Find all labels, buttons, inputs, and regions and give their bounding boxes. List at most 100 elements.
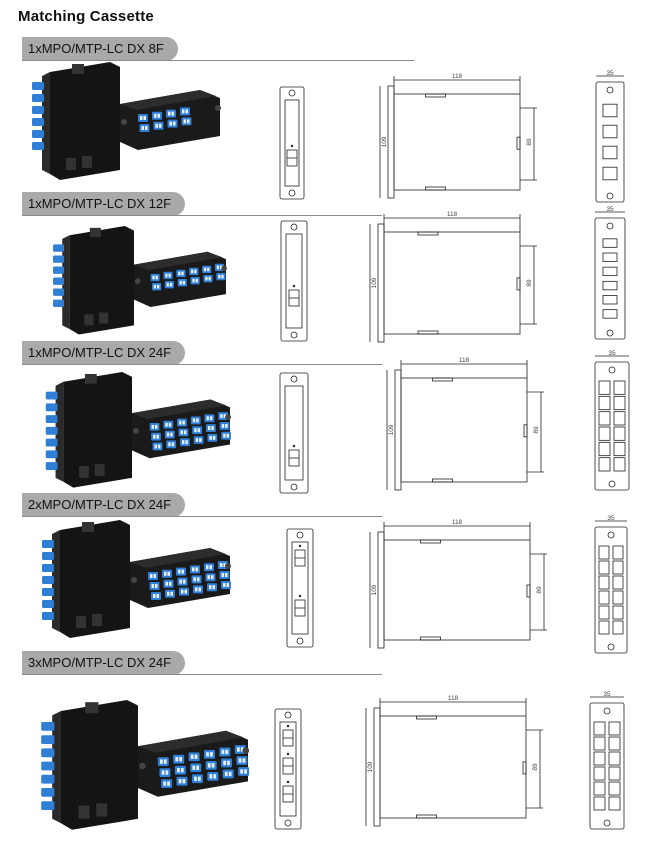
cassette-side: [55, 381, 64, 482]
lc-port: [182, 778, 186, 784]
lc-adapter: [219, 571, 230, 579]
product-photo: [45, 372, 231, 488]
section-tab: 1xMPO/MTP-LC DX 24F: [22, 341, 186, 365]
product-photo: [53, 226, 227, 335]
lc-adapter: [53, 277, 65, 285]
lc-adapter-slot: [613, 426, 626, 441]
lc-adapter-slot: [593, 796, 606, 811]
lc-adapter-slot: [602, 103, 618, 118]
notch: [425, 186, 446, 191]
lc-adapter: [148, 572, 158, 580]
dim-inner: 89: [526, 279, 533, 287]
lc-port: [209, 585, 212, 590]
lc-adapter: [41, 801, 55, 810]
lc-port: [244, 769, 247, 774]
lc-adapter: [41, 748, 55, 758]
lc-adapter: [202, 265, 212, 274]
lc-port: [225, 749, 229, 755]
lc-adapter: [221, 758, 233, 768]
lc-port: [145, 126, 148, 130]
lc-adapter: [163, 579, 174, 588]
notch: [417, 231, 439, 236]
faceplate-outline: [274, 708, 302, 830]
lc-port: [238, 758, 242, 763]
cassette-clip: [84, 373, 97, 384]
lc-port: [220, 563, 223, 567]
dim-depth: 35: [607, 515, 615, 522]
lc-adapter: [163, 420, 174, 429]
latch: [121, 119, 127, 125]
lc-adapter: [204, 749, 215, 759]
mount-hole: [296, 531, 304, 539]
latch: [131, 577, 137, 583]
lc-port: [205, 276, 208, 281]
lc-adapter: [176, 269, 186, 278]
lc-adapter: [204, 563, 214, 572]
lc-port: [169, 121, 172, 126]
lc-adapter: [204, 414, 215, 423]
lc-port: [183, 119, 186, 124]
lc-adapter: [238, 767, 250, 776]
lc-adapter-slot: [602, 145, 618, 160]
lc-port: [168, 422, 172, 427]
latch: [139, 762, 146, 770]
lc-adapter-slot: [598, 545, 610, 560]
lc-adapter: [32, 94, 44, 102]
lc-adapter: [41, 788, 55, 797]
lc-adapter-slot: [598, 575, 610, 590]
lc-port: [220, 414, 223, 419]
tab-divider: [22, 674, 382, 675]
lc-adapter: [45, 426, 58, 435]
lc-port: [154, 113, 157, 118]
lc-adapter: [150, 273, 160, 282]
lc-adapter-slot: [593, 751, 606, 766]
lc-adapter-slot: [602, 309, 618, 319]
lc-port: [168, 442, 171, 447]
dim-height: 109: [381, 136, 388, 147]
mpo-port: [82, 156, 92, 168]
faceplate-inner: [284, 385, 304, 481]
lc-adapter: [42, 600, 54, 608]
lc-port: [223, 433, 226, 438]
lc-adapter-slot: [598, 590, 610, 605]
lc-adapter: [180, 438, 190, 447]
section-tab: 3xMPO/MTP-LC DX 24F: [22, 651, 186, 675]
module-top: [138, 730, 244, 753]
lc-adapter: [174, 765, 186, 775]
cassette-clip: [89, 227, 101, 238]
lc-port: [152, 275, 155, 280]
lc-port: [207, 426, 211, 431]
lc-port: [178, 778, 182, 784]
lc-port: [168, 111, 171, 116]
lc-adapter: [221, 431, 231, 440]
mount-hole: [290, 375, 298, 383]
lc-adapter-slot: [608, 721, 621, 736]
lc-adapter: [181, 117, 192, 126]
lc-adapter: [191, 774, 203, 784]
lc-port: [185, 440, 188, 445]
cassette-clip: [82, 522, 94, 532]
lc-adapter: [151, 283, 162, 291]
lc-adapter: [161, 779, 173, 788]
lc-port: [169, 581, 172, 586]
lc-port: [166, 432, 170, 437]
panel-outline: [594, 526, 628, 654]
front-view-drawing: [279, 372, 309, 494]
notch: [420, 636, 441, 641]
lc-port: [227, 760, 230, 766]
lc-adapter-slot: [608, 766, 621, 781]
flange: [377, 223, 385, 343]
lc-port: [179, 579, 182, 584]
lc-port: [221, 573, 224, 577]
mpo-port: [66, 158, 76, 170]
lc-adapter-slot: [608, 751, 621, 766]
faceplate-inner: [291, 541, 309, 635]
notch: [417, 330, 439, 335]
notch: [432, 377, 453, 382]
lc-port: [163, 781, 167, 786]
lc-adapter: [189, 267, 199, 276]
mount-hole: [608, 480, 616, 488]
lc-port: [228, 771, 232, 777]
lc-adapter: [53, 255, 65, 263]
lc-adapter: [152, 111, 162, 120]
